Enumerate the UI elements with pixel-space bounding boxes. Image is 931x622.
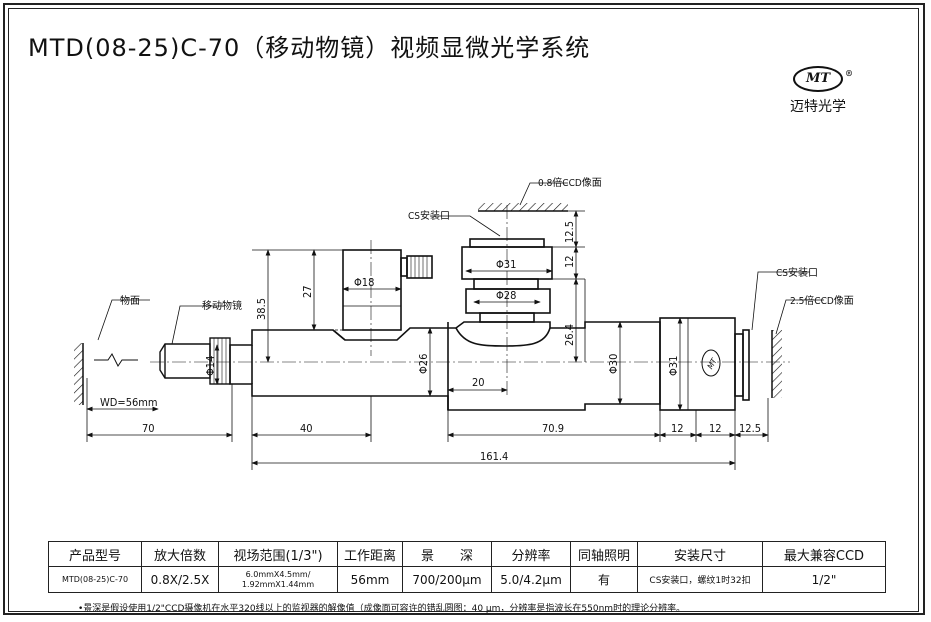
cell-resolution: 5.0/4.2μm [491,566,571,593]
cell-model: MTD(08-25)C-70 [48,566,142,593]
object-plane [74,343,84,405]
label-moving-objective: 移动物镜 [202,299,242,312]
label-object-plane: 物面 [120,294,140,307]
dim-12-5-top: 12.5 [563,221,576,243]
dim-26-4: 26.4 [563,324,576,346]
header-ccd: 最大兼容CCD [762,541,886,567]
dim-12-5: 12.5 [739,422,761,435]
dim-d18: Φ18 [354,276,374,289]
body-mt-mark: MT [706,356,719,370]
header-model: 产品型号 [48,541,142,567]
dim-d26: Φ26 [417,354,430,374]
dim-12-a: 12 [671,422,684,435]
cell-magnification: 0.8X/2.5X [141,566,219,593]
dim-38-5: 38.5 [255,298,268,320]
main-tube [229,321,661,411]
brand-name: 迈特光学 [790,99,846,115]
mt-logo-icon: MT® [793,66,853,92]
cell-mount: CS安装口，螺纹1时32扣 [637,566,763,593]
dim-161-4: 161.4 [480,450,508,463]
label-cs-mount-right: CS安装口 [776,266,818,279]
dimension-lines [86,182,824,470]
dim-20: 20 [472,376,485,389]
break-line [94,353,138,367]
cell-wd: 56mm [337,566,403,593]
drawing-title: MTD(08-25)C-70（移动物镜）视频显微光学系统 [28,34,591,62]
brand-logo: MT® 迈特光学 [778,66,858,126]
cell-fov: 6.0mmX4.5mm/1.92mmX1.44mm [218,566,338,593]
outer-frame [3,3,925,615]
dim-d31-right: Φ31 [667,356,680,376]
ccd-plane-right [771,330,782,398]
header-magnification: 放大倍数 [141,541,219,567]
header-coaxial: 同轴照明 [570,541,638,567]
ccd-adapter [659,317,750,411]
cell-dof: 700/200μm [402,566,492,593]
dim-d14: Φ14 [204,356,217,376]
header-wd: 工作距离 [337,541,403,567]
objective-tip [159,337,231,385]
label-ccd-25: 2.5倍CCD像面 [790,294,854,307]
dim-d30: Φ30 [607,354,620,374]
footnote: •景深是假设使用1/2"CCD摄像机在水平320线以上的监视器的解像值（成像面可… [78,604,686,614]
camera-mount-top [461,238,553,323]
header-resolution: 分辨率 [491,541,571,567]
dim-12-b: 12 [709,422,722,435]
cell-coaxial: 有 [570,566,638,593]
upper-housing [342,249,433,331]
header-mount: 安装尺寸 [637,541,763,567]
header-fov: 视场范围(1/3") [218,541,338,567]
ccd-plane-top [478,203,568,212]
dim-d31-top: Φ31 [496,258,516,271]
label-cs-mount-top: CS安装口 [408,209,450,222]
dim-wd: WD=56mm [100,396,158,409]
header-dof: 景 深 [402,541,492,567]
spec-header-row: 产品型号 放大倍数 视场范围(1/3") 工作距离 景 深 分辨率 同轴照明 安… [48,541,886,567]
center-lines [150,205,790,398]
dim-27: 27 [301,285,314,298]
spec-data-row: MTD(08-25)C-70 0.8X/2.5X 6.0mmX4.5mm/1.9… [48,566,886,593]
spec-table: 产品型号 放大倍数 视场范围(1/3") 工作距离 景 深 分辨率 同轴照明 安… [48,541,886,593]
dim-d28: Φ28 [496,289,516,302]
label-ccd-08: 0.8倍CCD像面 [538,176,602,189]
inner-frame [8,8,919,612]
dim-70-9: 70.9 [542,422,564,435]
cell-ccd: 1/2" [762,566,886,593]
dim-12-top: 12 [563,255,576,268]
dim-70: 70 [142,422,155,435]
dim-40: 40 [300,422,313,435]
